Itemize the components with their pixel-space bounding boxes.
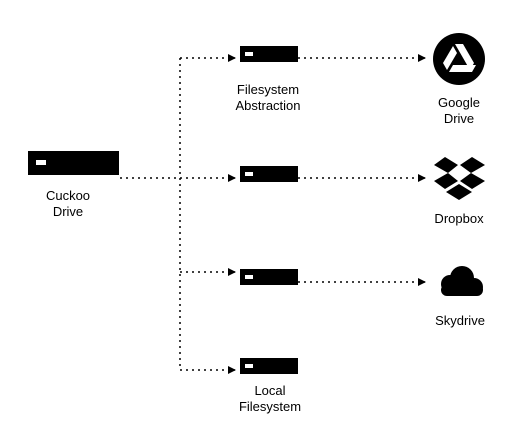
google-drive-label-line2: Drive — [443, 111, 475, 126]
google-drive-icon — [433, 33, 485, 85]
connector-lines — [120, 54, 426, 374]
skydrive-label-line1: Skydrive — [435, 313, 485, 328]
dropbox-label-line1: Dropbox — [434, 211, 484, 226]
local-fs-label-line1: Local — [254, 383, 286, 398]
fs-abstraction-label: Filesystem Abstraction — [235, 82, 300, 114]
fs-abstraction-label-line2: Abstraction — [235, 98, 301, 113]
cuckoo-drive-label-line2: Drive — [52, 204, 84, 219]
skydrive-label: Skydrive — [435, 313, 485, 329]
local-fs-node — [240, 358, 298, 374]
branch-node-3 — [240, 269, 298, 285]
google-drive-label-line1: Google — [438, 95, 480, 110]
local-fs-label-line2: Filesystem — [238, 399, 302, 414]
dropbox-icon — [434, 157, 485, 200]
local-fs-label: Local Filesystem — [239, 383, 301, 415]
branch-node-2 — [240, 166, 298, 182]
dropbox-label: Dropbox — [434, 211, 483, 227]
google-drive-label: Google Drive — [438, 95, 480, 127]
fs-abstraction-node — [240, 46, 298, 62]
fs-abstraction-label-line1: Filesystem — [236, 82, 300, 97]
cuckoo-drive-label-line1: Cuckoo — [45, 188, 91, 203]
cuckoo-drive-label: Cuckoo Drive — [46, 188, 90, 220]
skydrive-icon — [441, 266, 483, 296]
cuckoo-drive-node — [28, 151, 119, 175]
